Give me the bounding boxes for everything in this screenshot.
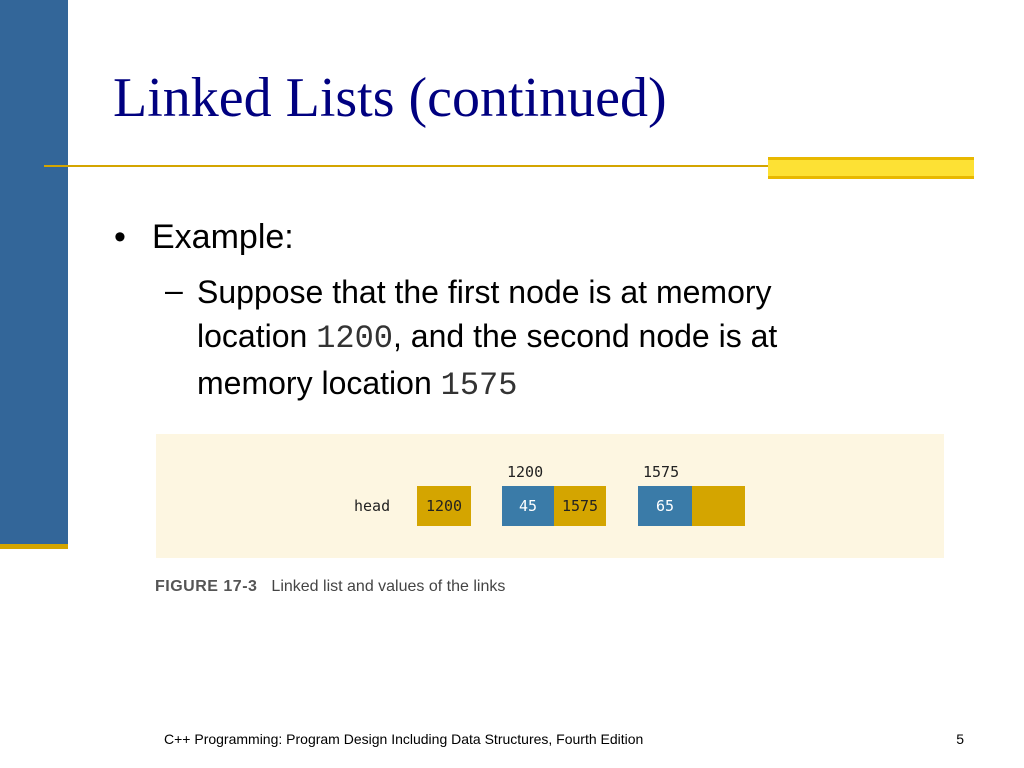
node1-info-cell: 45 — [502, 486, 554, 526]
node2-link-cell — [692, 486, 745, 526]
sub-bullet-part2: , and the second node is at memory locat… — [197, 318, 778, 401]
sub-bullet-text: Suppose that the first node is at memory… — [197, 270, 877, 408]
sidebar-decoration — [0, 0, 68, 548]
address-label-node2: 1575 — [643, 463, 680, 481]
head-pointer-cell: 1200 — [417, 486, 471, 526]
sub-bullet-part1: Suppose that the first node is at memory… — [197, 274, 772, 354]
figure-caption-text: Linked list and values of the links — [271, 578, 506, 595]
address-label-node1: 1200 — [507, 463, 544, 481]
figure-caption: FIGURE 17-3 Linked list and values of the… — [155, 576, 505, 598]
head-label: head — [354, 497, 391, 515]
node1-link-cell: 1575 — [554, 486, 606, 526]
title-divider — [44, 165, 974, 167]
slide-title: Linked Lists (continued) — [113, 67, 667, 129]
bullet-dot-icon: • — [114, 218, 126, 256]
figure-caption-label: FIGURE 17-3 — [155, 578, 258, 595]
page-number: 5 — [956, 731, 964, 747]
memory-address-2: 1575 — [440, 367, 518, 404]
slide-footer: C++ Programming: Program Design Includin… — [164, 731, 644, 747]
bullet-text: Example: — [152, 218, 294, 256]
node2-info-cell: 65 — [638, 486, 692, 526]
linked-list-figure: 1200 1575 head 1200 45 1575 65 — [156, 434, 944, 558]
memory-address-1: 1200 — [316, 320, 393, 357]
sidebar-accent-line — [0, 544, 68, 549]
dash-icon: – — [165, 272, 183, 308]
title-divider-accent — [768, 157, 974, 179]
